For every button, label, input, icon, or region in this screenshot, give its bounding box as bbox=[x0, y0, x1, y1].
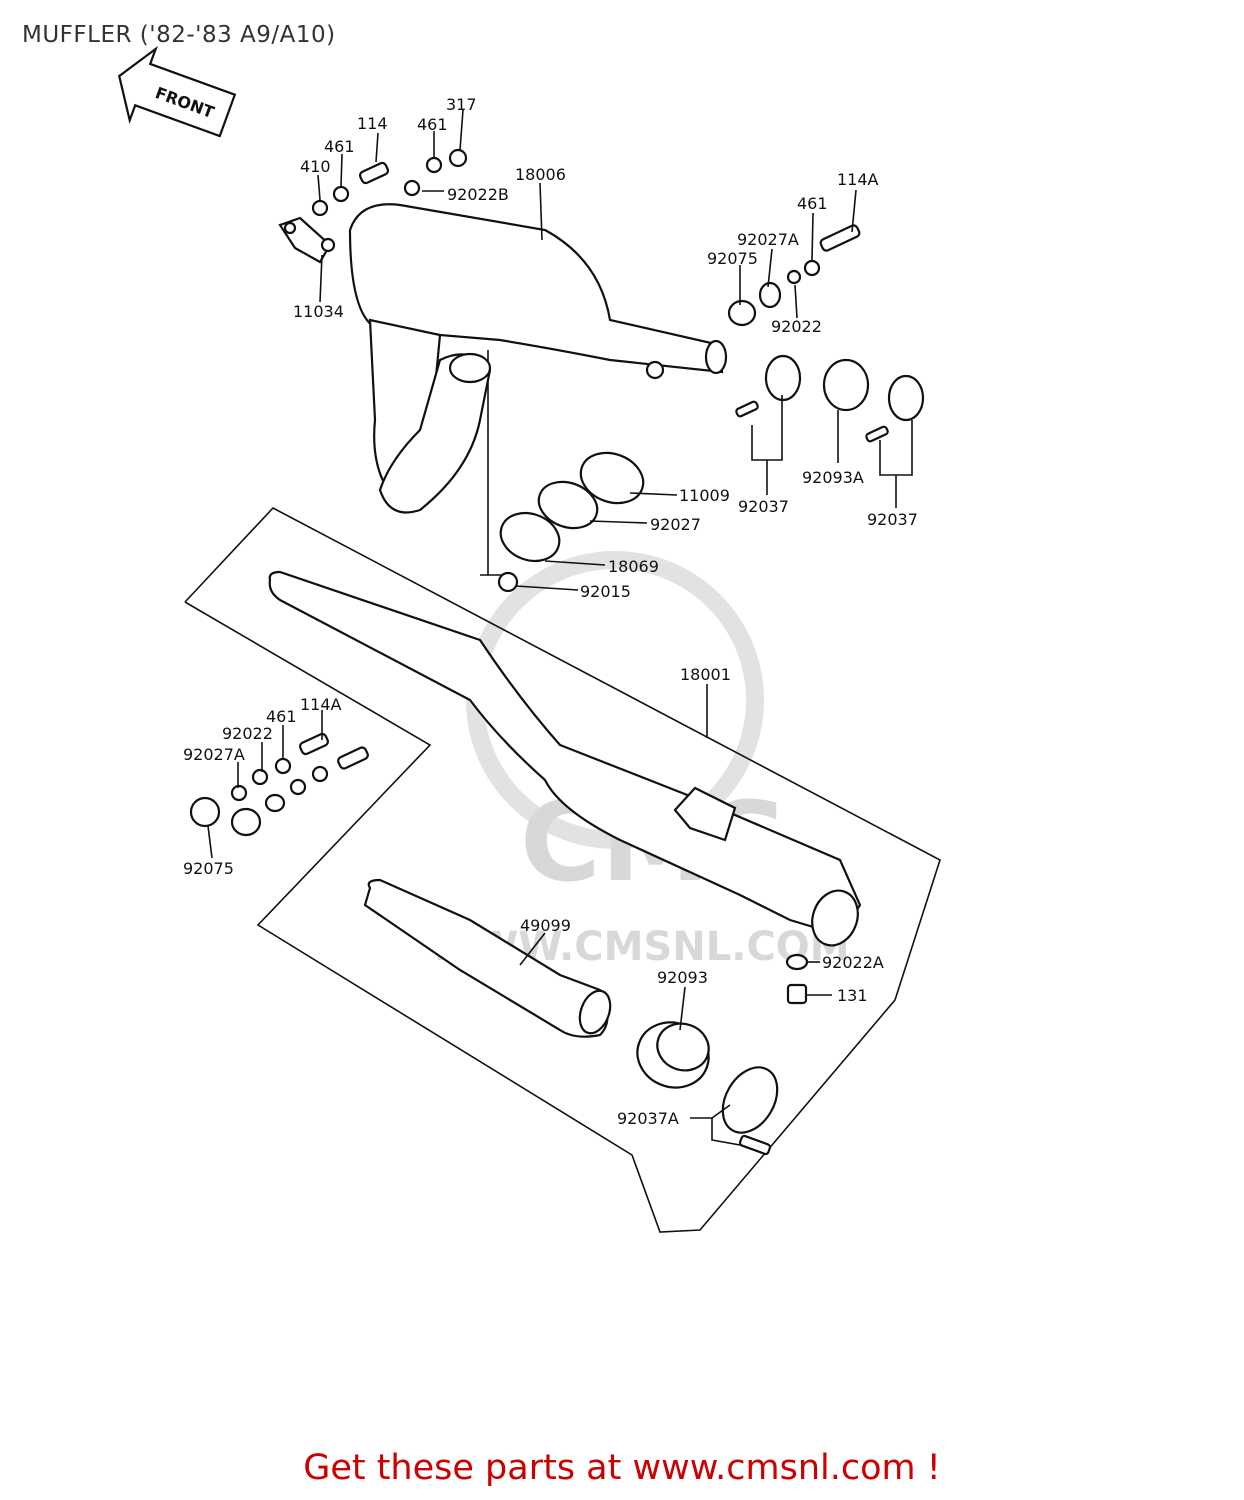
label-461-left: 461 bbox=[324, 137, 355, 156]
flange-set bbox=[497, 451, 645, 593]
label-131: 131 bbox=[837, 986, 868, 1005]
label-11009: 11009 bbox=[679, 486, 730, 505]
expansion-chamber bbox=[348, 203, 728, 514]
label-114A-left: 114A bbox=[300, 695, 342, 714]
label-92027: 92027 bbox=[650, 515, 701, 534]
label-92037-b: 92037 bbox=[867, 510, 918, 529]
assembly-outline bbox=[184, 507, 941, 1233]
label-92075-left: 92075 bbox=[183, 859, 234, 878]
label-92093A: 92093A bbox=[802, 468, 864, 487]
label-92027A-left: 92027A bbox=[183, 745, 245, 764]
label-114: 114 bbox=[357, 114, 388, 133]
label-18001: 18001 bbox=[680, 665, 731, 684]
muffler-body bbox=[268, 570, 862, 947]
label-92037-a: 92037 bbox=[738, 497, 789, 516]
leader-lines bbox=[207, 109, 913, 1146]
label-92027A-right: 92027A bbox=[737, 230, 799, 249]
label-410: 410 bbox=[300, 157, 331, 176]
label-18006: 18006 bbox=[515, 165, 566, 184]
label-11034: 11034 bbox=[293, 302, 344, 321]
lower-seal-clamp bbox=[636, 953, 809, 1156]
exploded-parts-diagram: CMS WWW.CMSNL.COM FRONT bbox=[117, 45, 941, 1233]
right-clamps bbox=[735, 354, 925, 443]
upper-fasteners bbox=[311, 148, 468, 217]
label-49099: 49099 bbox=[520, 916, 571, 935]
silencer-insert bbox=[363, 878, 612, 1038]
label-18069: 18069 bbox=[608, 557, 659, 576]
footer-shop-link[interactable]: Get these parts at www.cmsnl.com ! bbox=[303, 1448, 941, 1488]
bracket-11034 bbox=[278, 216, 336, 264]
label-92015: 92015 bbox=[580, 582, 631, 601]
label-92037A: 92037A bbox=[617, 1109, 679, 1128]
label-114A-right: 114A bbox=[837, 170, 879, 189]
label-92022-left: 92022 bbox=[222, 724, 273, 743]
part-labels: 317 114 461 461 410 92022B 18006 11034 1… bbox=[183, 95, 918, 1128]
left-fasteners bbox=[189, 732, 369, 837]
label-317: 317 bbox=[446, 95, 477, 114]
label-92022A: 92022A bbox=[822, 953, 884, 972]
label-92075-right: 92075 bbox=[707, 249, 758, 268]
label-92022-right: 92022 bbox=[771, 317, 822, 336]
label-461-upper: 461 bbox=[417, 115, 448, 134]
right-fasteners bbox=[727, 224, 861, 327]
front-arrow-icon: FRONT bbox=[117, 45, 237, 138]
label-92093: 92093 bbox=[657, 968, 708, 987]
label-461-right: 461 bbox=[797, 194, 828, 213]
page-title: MUFFLER ('82-'83 A9/A10) bbox=[22, 22, 336, 48]
label-461-lower: 461 bbox=[266, 707, 297, 726]
label-92022B: 92022B bbox=[447, 185, 509, 204]
